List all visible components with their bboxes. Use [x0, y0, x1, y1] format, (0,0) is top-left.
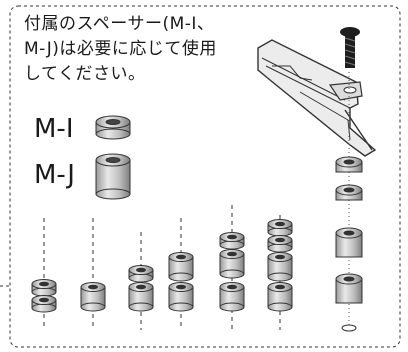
stack-column-2 [80, 218, 106, 330]
spacer-mj-label: M-J [34, 160, 75, 190]
right-spacer-stack [335, 156, 363, 304]
stacking-options [31, 205, 293, 330]
spacer-mj [267, 282, 293, 312]
spacer-mi-icon [95, 115, 131, 140]
spacer-mj [219, 282, 245, 312]
spacer-mi [267, 235, 293, 253]
spacer-mi [31, 279, 57, 297]
spacer-mj-icon [95, 153, 131, 200]
spacer-mi [31, 295, 57, 313]
instruction-line-3: してください。 [24, 64, 146, 84]
spacer-mj [168, 252, 194, 282]
spacer-mj [267, 252, 293, 282]
washer-hole [341, 324, 357, 332]
stack-column-4 [168, 218, 194, 330]
spacer-mj [80, 282, 106, 312]
instruction-note: 付属のスペーサー(M-I、 M-J)は必要に応じて使用 してください。 [24, 12, 284, 87]
instruction-line-2: M-J)は必要に応じて使用 [24, 39, 217, 59]
spacer-mj [128, 282, 154, 312]
spacer-mi [267, 219, 293, 237]
screw-icon [340, 27, 360, 68]
spacer-mj [168, 282, 194, 312]
spacer-mi-label: M-I [34, 114, 74, 144]
stack-column-6 [267, 215, 293, 330]
spacer-mj [219, 249, 245, 279]
dashed-frame [9, 5, 401, 348]
stack-column-1 [31, 218, 57, 330]
stack-column-3 [128, 232, 154, 330]
spacer-mi [219, 232, 245, 250]
spacer-mi [128, 265, 154, 283]
instruction-line-1: 付属のスペーサー(M-I、 [24, 14, 215, 34]
stack-column-5 [219, 205, 245, 330]
